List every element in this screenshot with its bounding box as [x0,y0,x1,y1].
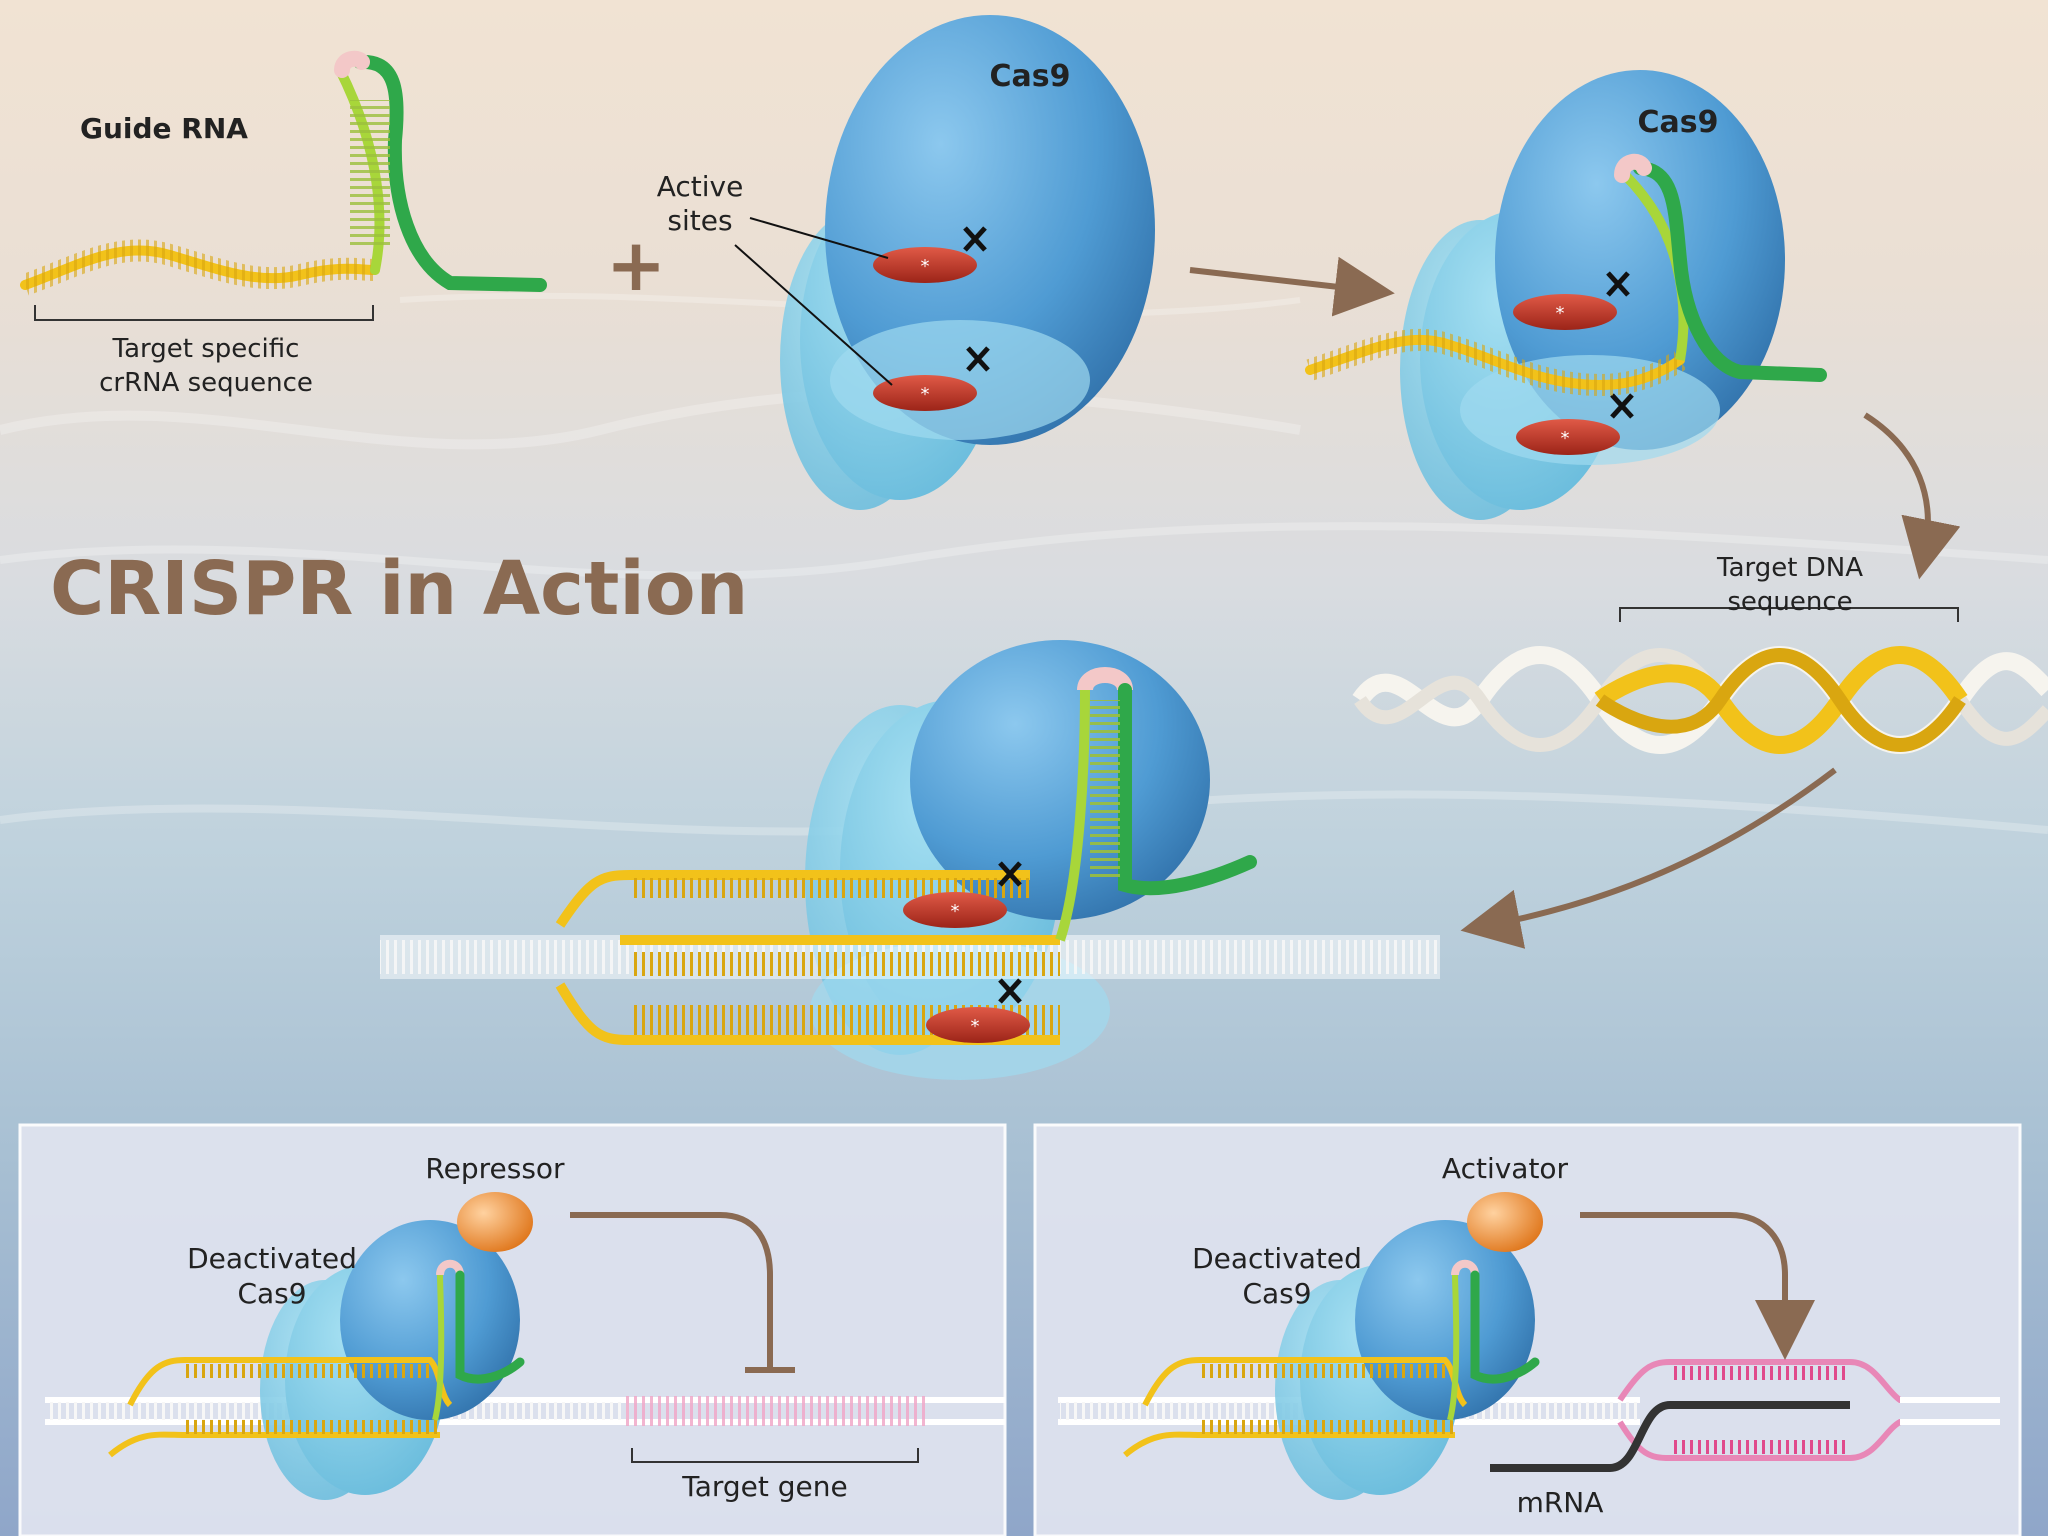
active-site-star-upper: * [921,256,930,277]
dcas9-label-right-line2: Cas9 [1242,1277,1311,1310]
page-title: CRISPR in Action [50,546,748,632]
active-sites-label-line2: sites [667,204,732,237]
active-sites-pointer-lower [734,244,893,386]
cas9-bound-dna: * * [380,640,1440,1080]
dcas9-label-right-line1: Deactivated [1192,1242,1362,1275]
target-dna-helix [1352,646,2048,754]
crrna-bracket [34,305,374,321]
activator-label: Activator [1442,1152,1569,1185]
activator-protein [1467,1192,1543,1252]
target-gene-label: Target gene [681,1470,848,1503]
cas9-protein-2: * * [1305,70,1827,520]
mrna-strand [1490,1401,1850,1472]
arrow-step-3 [1460,767,1837,949]
activation-arrow [1580,1212,1815,1360]
guide-rna-label: Guide RNA [80,112,248,145]
repressor-label: Repressor [425,1152,565,1185]
cas9-label-2: Cas9 [1638,105,1719,140]
svg-text:*: * [971,1016,980,1037]
crrna-label-line1: Target specific [112,334,300,364]
cas9-protein-1: * * [780,15,1155,510]
target-dna-label-line2: sequence [1727,587,1852,617]
dcas9-label-left-line1: Deactivated [187,1242,357,1275]
target-dna-bracket [1619,607,1959,622]
cas9-label-1: Cas9 [990,59,1071,94]
repression-arrow [570,1212,773,1370]
scissors-icon [1610,393,1634,419]
scissors-icon [963,226,987,252]
target-gene-region [625,1396,925,1426]
mrna-label: mRNA [1517,1486,1604,1519]
scissors-icon [998,861,1022,887]
active-site-lower [873,375,977,411]
repressor-panel [18,1123,1007,1536]
plus-sign: + [606,223,666,307]
active-sites-pointer-upper [749,217,889,259]
svg-text:*: * [1561,428,1570,449]
target-gene-bracket [631,1448,919,1463]
guide-rna [20,50,547,296]
svg-text:*: * [951,901,960,922]
arrow-step-1 [1189,256,1395,317]
arrow-step-2 [1863,412,1961,580]
crrna-label-line2: crRNA sequence [99,368,313,398]
scissors-icon [966,346,990,372]
scissors-icon [1606,271,1630,297]
dcas9-label-left-line2: Cas9 [237,1277,306,1310]
active-site-star-lower: * [921,384,930,405]
scissors-icon [998,978,1022,1004]
target-dna-label-line1: Target DNA [1716,553,1863,583]
svg-text:*: * [1556,303,1565,324]
active-site-upper [873,247,977,283]
active-sites-label-line1: Active [657,170,744,203]
repressor-protein [457,1192,533,1252]
activator-panel [1033,1123,2022,1536]
